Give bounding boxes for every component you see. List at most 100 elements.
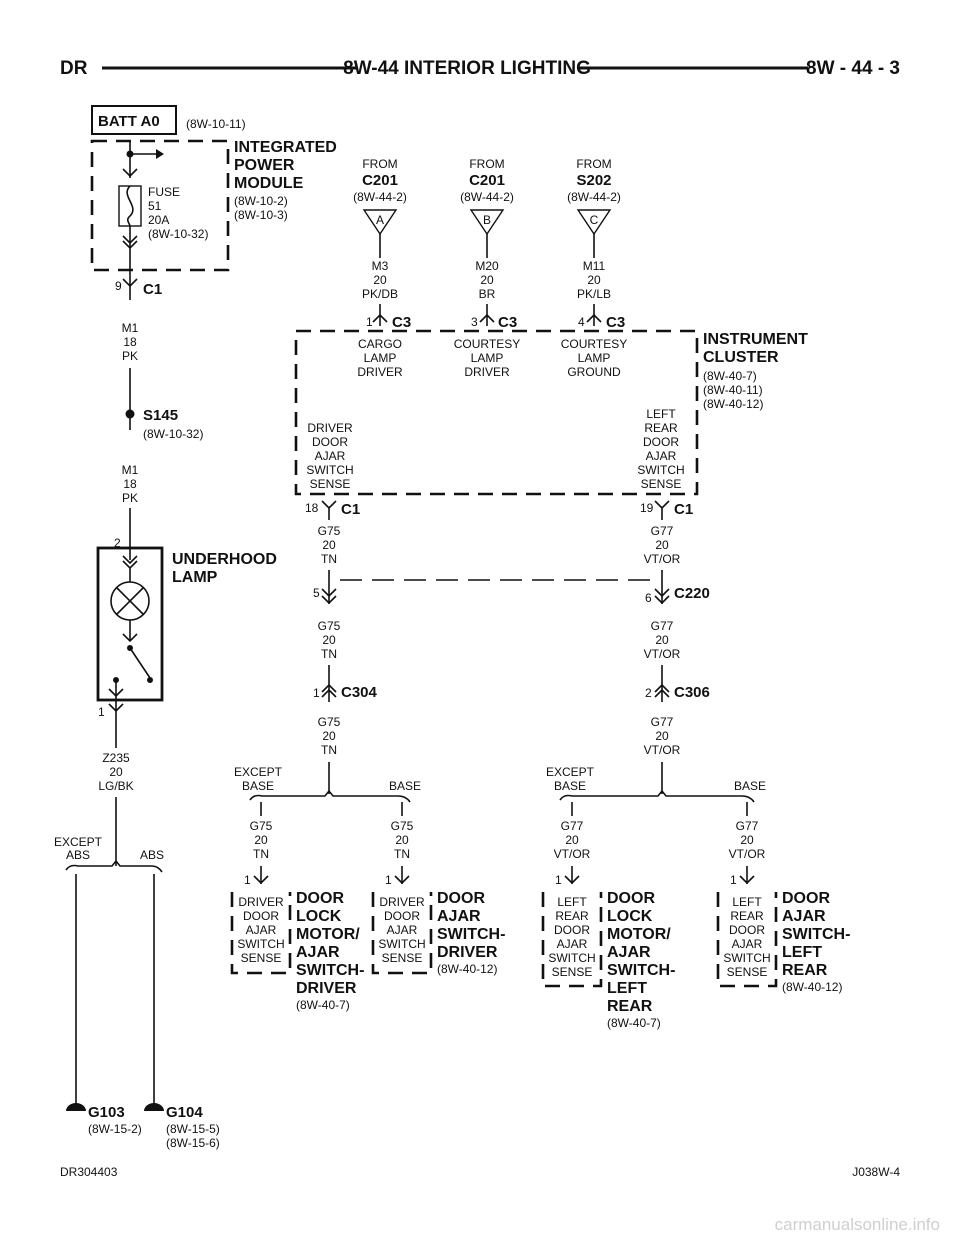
watermark-text: carmanualsonline.info <box>775 1215 940 1234</box>
comp2-name-3: SWITCH- <box>437 926 505 943</box>
feed-a: FROM C201 (8W-44-2) A M3 20 PK/DB 1 C3 C… <box>353 157 411 379</box>
c304-chevron-1 <box>321 683 337 693</box>
m1-lower-1: M1 <box>122 463 139 477</box>
g75-label-b1: G75 <box>318 619 341 633</box>
g104-ground-icon <box>144 1103 164 1111</box>
comp4-outline <box>716 892 778 988</box>
comp3-pin: 1 <box>555 873 562 887</box>
comp3-name-1: DOOR <box>607 890 655 907</box>
underhood-lamp-box <box>96 546 164 702</box>
comp3-name-2: LOCK <box>607 908 653 925</box>
cluster-left-func-2: DOOR <box>312 435 348 449</box>
c220-right-pin: 6 <box>645 591 652 605</box>
g77-label-c1: G77 <box>651 715 674 729</box>
comp4-ref: (8W-40-12) <box>782 980 842 994</box>
comp3-name-3: MOTOR/ <box>607 926 671 943</box>
batt-ref: (8W-10-11) <box>186 117 246 131</box>
underhood-bottom-chevron-2 <box>108 703 124 713</box>
comp2-box-1: DRIVER <box>379 895 425 909</box>
m1-upper-1: M1 <box>122 321 139 335</box>
comp2-box-5: SENSE <box>382 951 423 965</box>
c306-label: C306 <box>674 684 710 701</box>
feed-a-pin: 1 <box>366 315 373 329</box>
underhood-top-chevron-1 <box>122 555 138 565</box>
feed-b: FROM C201 (8W-44-2) B M20 20 BR 3 C3 COU… <box>454 157 520 379</box>
feed-a-triangle <box>362 209 398 236</box>
batt-box <box>91 105 177 135</box>
c220-left-pin: 5 <box>313 586 320 600</box>
comp1-box-1: DRIVER <box>238 895 284 909</box>
feed-c-func-1: COURTESY <box>561 337 627 351</box>
c220-left-chevron-1 <box>321 588 337 598</box>
ipm-c1-label: C1 <box>143 281 162 298</box>
feed-c-func-2: LAMP <box>578 351 611 365</box>
g103-ref: (8W-15-2) <box>88 1122 142 1136</box>
comp3-chevron <box>564 875 580 885</box>
comp1-name-3: MOTOR/ <box>296 926 360 943</box>
feed-a-letter: A <box>376 213 384 227</box>
underhood-switch-chevron <box>122 633 138 643</box>
batt-label: BATT A0 <box>98 113 160 130</box>
cluster-left-func-1: DRIVER <box>307 421 353 435</box>
instrument-cluster-outline <box>294 329 699 496</box>
comp1-outline <box>230 892 292 975</box>
g75-base: BASE <box>389 779 421 793</box>
m1-upper-3: PK <box>122 349 138 363</box>
abs-split-bar <box>65 859 163 873</box>
comp2-name-1: DOOR <box>437 890 485 907</box>
comp3-wire-3: VT/OR <box>554 847 591 861</box>
cluster-ref-2: (8W-40-11) <box>703 383 763 397</box>
z235-label-1: Z235 <box>102 751 130 765</box>
footer-right-code: J038W-4 <box>852 1165 900 1179</box>
underhood-name-2: LAMP <box>172 569 218 586</box>
ipm-name-1: INTEGRATED <box>234 139 337 156</box>
cluster-c1-right-label: C1 <box>674 501 693 518</box>
comp3-ref: (8W-40-7) <box>607 1016 661 1030</box>
feed-c-c3-chevron <box>586 313 602 323</box>
g103-ground-icon <box>66 1103 86 1111</box>
fuse-top-chevron <box>122 168 138 178</box>
comp1-wire-3: TN <box>253 847 269 861</box>
m1-upper-2: 18 <box>123 335 137 349</box>
c220-label: C220 <box>674 585 710 602</box>
g77-label-a2: 20 <box>655 538 669 552</box>
abs-label: ABS <box>140 848 164 862</box>
comp1-box-2: DOOR <box>243 909 279 923</box>
g75-label-b2: 20 <box>322 633 336 647</box>
ipm-bus-arrow <box>156 149 164 159</box>
component-door-lock-motor-left-rear: 1 LEFT REAR DOOR AJAR SWITCH SENSE DOOR … <box>541 866 675 1030</box>
footer-left-code: DR304403 <box>60 1165 118 1179</box>
feed-c-source: S202 <box>576 172 611 189</box>
feed-c-func-3: GROUND <box>567 365 621 379</box>
g104-ref-1: (8W-15-5) <box>166 1122 220 1136</box>
feed-c-connector: C3 <box>606 314 625 331</box>
comp3-name-6: LEFT <box>607 980 647 997</box>
cluster-right-func-1: LEFT <box>646 407 676 421</box>
cluster-right-func-2: REAR <box>644 421 678 435</box>
cluster-ref-1: (8W-40-7) <box>703 369 757 383</box>
feed-c-letter: C <box>590 213 599 227</box>
feed-a-wire-1: M3 <box>372 259 389 273</box>
cluster-right-func-5: SWITCH <box>637 463 684 477</box>
comp3-box-1: LEFT <box>557 895 587 909</box>
comp4-box-2: REAR <box>730 909 764 923</box>
underhood-name-1: UNDERHOOD <box>172 551 277 568</box>
comp1-wire-1: G75 <box>250 819 273 833</box>
c220-right-chevron-2 <box>654 595 670 605</box>
feed-b-letter: B <box>483 213 491 227</box>
g77-label-c2: 20 <box>655 729 669 743</box>
feed-b-pin: 3 <box>471 315 478 329</box>
feed-c-triangle <box>576 209 612 236</box>
g77-label-b1: G77 <box>651 619 674 633</box>
cluster-right-func-4: AJAR <box>646 449 677 463</box>
feed-b-wire-3: BR <box>479 287 496 301</box>
fuse-label-1: FUSE <box>148 185 180 199</box>
g77-base: BASE <box>734 779 766 793</box>
g104-ref-2: (8W-15-6) <box>166 1136 220 1150</box>
c306-chevron-1 <box>654 683 670 693</box>
c304-pin: 1 <box>313 686 320 700</box>
feed-c-wire-2: 20 <box>587 273 601 287</box>
fuse-icon <box>126 185 134 227</box>
g77-label-a3: VT/OR <box>644 552 681 566</box>
g75-label-c3: TN <box>321 743 337 757</box>
